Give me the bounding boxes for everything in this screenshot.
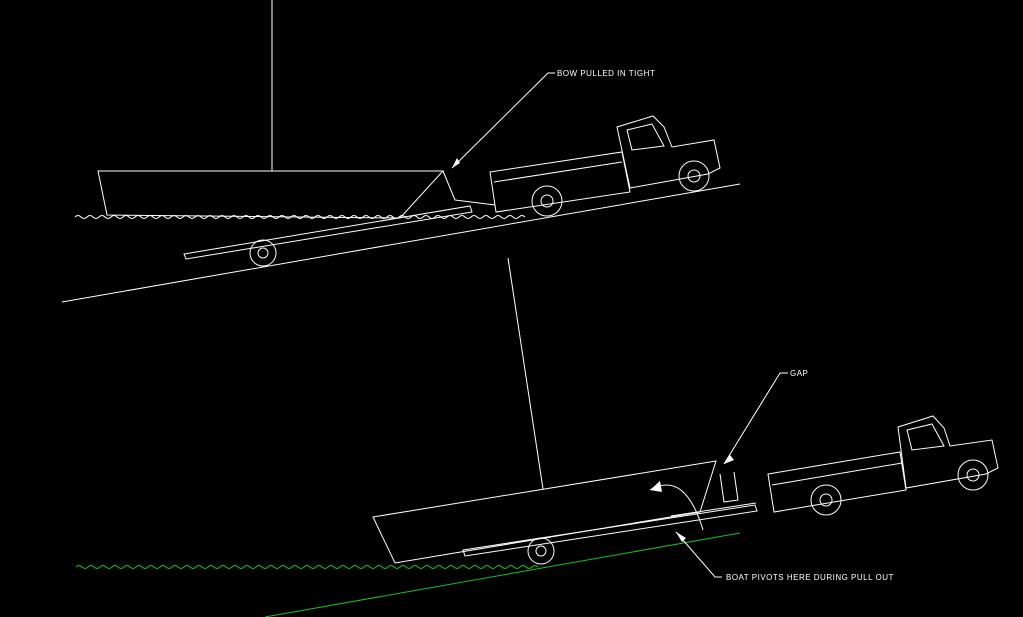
top-truck-front-wheel bbox=[678, 160, 710, 192]
top-truck-cab bbox=[616, 115, 721, 189]
bottom-bunk bbox=[670, 502, 757, 517]
bottom-water-line bbox=[75, 565, 539, 569]
bottom-ramp-line bbox=[264, 532, 741, 617]
top-boat-hull bbox=[97, 170, 445, 219]
bottom-bow-stop bbox=[719, 471, 739, 503]
top-truck bbox=[489, 115, 721, 217]
gap-label: GAP bbox=[790, 369, 808, 378]
gap-leader bbox=[723, 372, 788, 465]
bow-pulled-arrowhead bbox=[452, 158, 460, 168]
bottom-trailer-hub bbox=[535, 545, 547, 557]
bottom-truck-window bbox=[906, 423, 945, 451]
bow-pulled-label: BOW PULLED IN TIGHT bbox=[557, 69, 655, 78]
top-bow-stop bbox=[442, 170, 456, 201]
top-trailer-wheel bbox=[249, 239, 277, 267]
bottom-truck-rear-wheel bbox=[810, 484, 842, 516]
gap-arrowhead bbox=[724, 455, 734, 464]
pivot-leader-arrowhead bbox=[676, 532, 686, 542]
bow-pulled-leader bbox=[451, 72, 555, 169]
pivot-label: BOAT PIVOTS HERE DURING PULL OUT bbox=[726, 573, 894, 582]
bottom-truck-cab bbox=[897, 415, 999, 489]
bottom-truck-front-wheel bbox=[957, 459, 989, 491]
pivot-arc-arrowhead bbox=[650, 481, 662, 492]
bottom-scene: GAP BOAT PIVOTS HERE DURING PULL OUT bbox=[75, 257, 999, 617]
top-truck-bed bbox=[489, 151, 631, 213]
bottom-trailer-frame bbox=[462, 504, 758, 557]
top-truck-rear-wheel bbox=[531, 185, 563, 217]
pivot-leader bbox=[675, 531, 722, 578]
bottom-truck-bed bbox=[767, 451, 907, 513]
top-ramp-line bbox=[61, 183, 741, 303]
top-trailer-frame bbox=[183, 205, 473, 260]
top-truck-window bbox=[626, 123, 665, 151]
top-tongue bbox=[454, 199, 496, 206]
bottom-trailer-wheel bbox=[527, 537, 555, 565]
bottom-truck bbox=[767, 415, 999, 516]
top-scene: BOW PULLED IN TIGHT bbox=[61, 0, 741, 303]
top-trailer-hub bbox=[257, 247, 269, 259]
bottom-mast bbox=[507, 257, 544, 490]
